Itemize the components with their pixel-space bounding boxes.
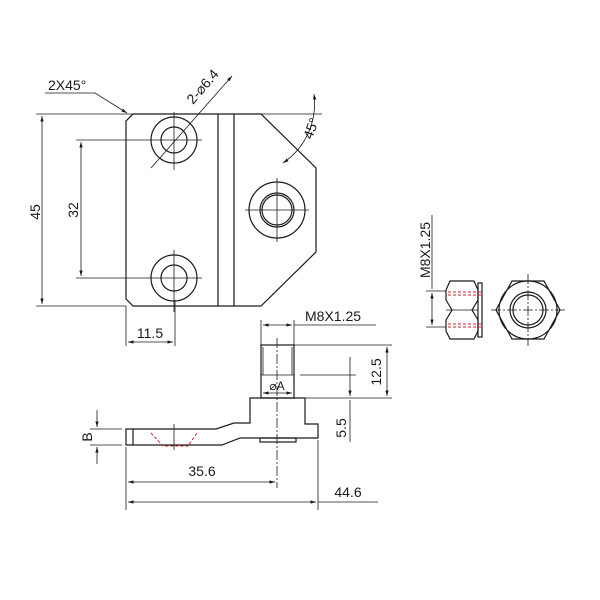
nut-side-view bbox=[445, 280, 483, 340]
nut-thread-label: M8X1.25 bbox=[417, 222, 433, 278]
top-view-plate bbox=[125, 113, 317, 307]
hole-label: 2-⌀6.4 bbox=[183, 66, 222, 107]
dimension-45: 45 bbox=[27, 113, 322, 307]
hole-spacing-label: 32 bbox=[65, 202, 81, 218]
angle-45-callout: 45° bbox=[282, 93, 322, 164]
diameter-label: ⌀A bbox=[269, 379, 284, 393]
dimension-b: B bbox=[79, 410, 122, 464]
hole-diameter-callout: 2-⌀6.4 bbox=[150, 66, 233, 169]
boss-height-label: 5.5 bbox=[333, 418, 349, 438]
height-label: 45 bbox=[27, 204, 43, 220]
dimension-35-6: 35.6 bbox=[125, 447, 275, 510]
center-distance-label: 35.6 bbox=[188, 463, 215, 479]
chamfer-callout: 2X45° bbox=[45, 77, 128, 114]
mounting-hole-bottom bbox=[146, 250, 202, 312]
thread-label: M8X1.25 bbox=[305, 308, 361, 324]
mounting-hole-top bbox=[146, 112, 202, 170]
stud: ⌀A bbox=[260, 338, 295, 488]
chamfer-label: 2X45° bbox=[48, 77, 86, 93]
stud-hole bbox=[245, 178, 309, 242]
dimension-32: 32 bbox=[65, 139, 146, 279]
nut-front-view bbox=[491, 274, 565, 346]
angle-label: 45° bbox=[300, 116, 322, 141]
dimension-11-5: 11.5 bbox=[125, 300, 176, 346]
side-view-bracket bbox=[125, 397, 319, 450]
thickness-label: B bbox=[79, 432, 95, 441]
overall-length-label: 44.6 bbox=[334, 484, 361, 500]
dimension-5-5: 5.5 bbox=[333, 357, 352, 442]
thread-dimension: M8X1.25 bbox=[260, 308, 376, 345]
offset-label: 11.5 bbox=[137, 325, 163, 341]
dimension-44-6: 44.6 bbox=[128, 440, 378, 510]
nut-thread-dimension: M8X1.25 bbox=[417, 215, 446, 328]
stud-height-label: 12.5 bbox=[368, 358, 384, 385]
dimension-12-5: 12.5 bbox=[294, 344, 392, 399]
